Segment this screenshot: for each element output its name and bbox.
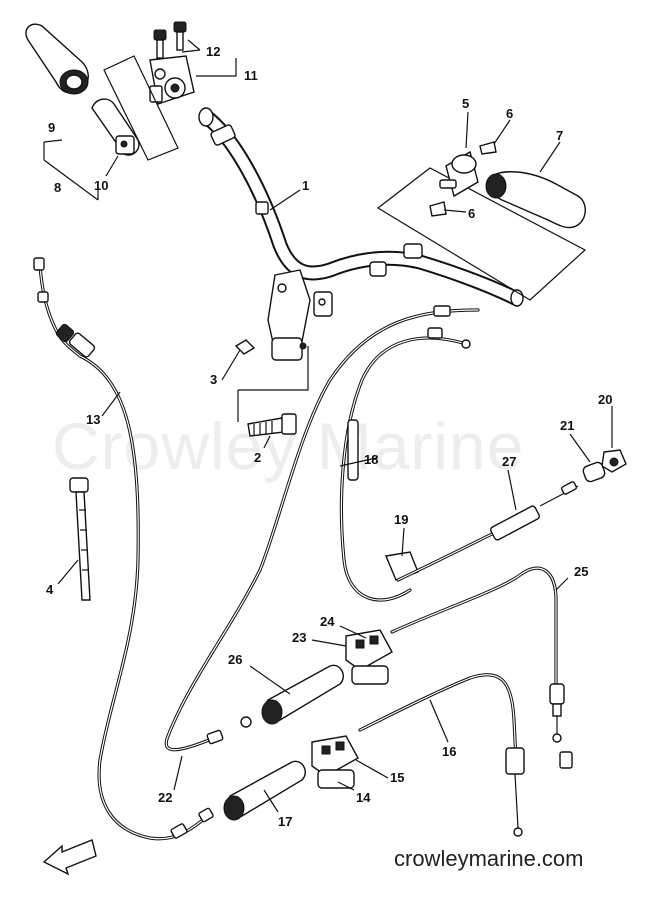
label-4: 4 — [46, 582, 54, 597]
label-3: 3 — [210, 372, 217, 387]
label-6b: 6 — [468, 206, 475, 221]
switch-upper — [345, 629, 393, 685]
cable-16 — [358, 673, 573, 837]
cable-19 — [339, 327, 471, 602]
label-24: 24 — [320, 614, 335, 629]
cable-18 — [164, 305, 480, 752]
cable-25 — [390, 566, 565, 743]
grip-17 — [223, 760, 306, 821]
left-grip — [25, 23, 89, 95]
label-18: 18 — [364, 452, 378, 467]
handlebar — [198, 107, 524, 307]
label-10: 10 — [94, 178, 108, 193]
front-arrow-icon — [42, 839, 97, 876]
label-5: 5 — [462, 96, 469, 111]
right-grip-group — [376, 141, 587, 301]
footer-site-url: crowleymarine.com — [394, 846, 584, 871]
label-26: 26 — [228, 652, 242, 667]
left-grip-group-outline — [103, 55, 179, 161]
switch-lower — [311, 735, 359, 789]
label-14: 14 — [356, 790, 371, 805]
label-22: 22 — [158, 790, 172, 805]
label-12: 12 — [206, 44, 220, 59]
label-23: 23 — [292, 630, 306, 645]
label-25: 25 — [574, 564, 588, 579]
label-15: 15 — [390, 770, 404, 785]
label-6a: 6 — [506, 106, 513, 121]
label-21: 21 — [560, 418, 574, 433]
leader-lines — [57, 111, 613, 813]
label-1: 1 — [302, 178, 309, 193]
label-20: 20 — [598, 392, 612, 407]
label-2: 2 — [254, 450, 261, 465]
label-17: 17 — [278, 814, 292, 829]
cable-27 — [396, 481, 579, 582]
throttle-cable — [33, 257, 214, 841]
cable-tie — [69, 477, 91, 601]
label-11: 11 — [244, 68, 258, 83]
adjuster-21 — [582, 461, 606, 483]
housing-screws — [153, 21, 187, 59]
label-7: 7 — [556, 128, 563, 143]
label-13: 13 — [86, 412, 100, 427]
nut-20 — [601, 449, 627, 473]
throttle-housing — [149, 55, 195, 105]
grip-26 — [261, 664, 344, 725]
holder-bolt — [247, 413, 297, 437]
throttle-sleeve — [91, 98, 140, 156]
handlebar-holder — [234, 269, 333, 361]
label-19: 19 — [394, 512, 408, 527]
label-27: 27 — [502, 454, 516, 469]
label-8: 8 — [54, 180, 61, 195]
label-16: 16 — [442, 744, 456, 759]
label-9: 9 — [48, 120, 55, 135]
